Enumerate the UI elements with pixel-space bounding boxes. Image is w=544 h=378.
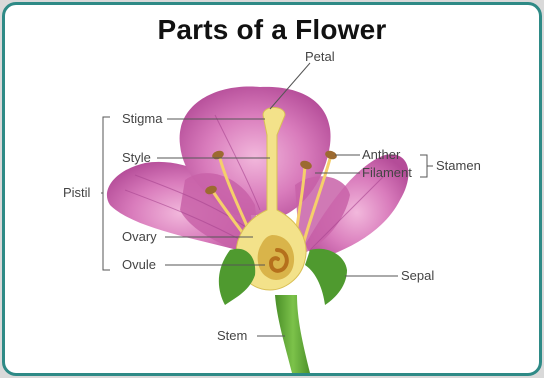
label-ovary: Ovary [122,229,157,244]
label-stem: Stem [217,328,247,343]
label-anther: Anther [362,147,401,162]
label-stigma: Stigma [122,111,163,126]
stem-shape [275,295,311,373]
label-ovule: Ovule [122,257,156,272]
label-petal: Petal [305,49,335,64]
label-style: Style [122,150,151,165]
right-sepal [305,249,347,305]
label-sepal: Sepal [401,268,434,283]
flower-diagram: Petal Stigma Style Pistil Ovary Ovule St… [5,5,539,373]
left-sepal [219,249,255,305]
label-filament: Filament [362,165,412,180]
label-pistil: Pistil [63,185,91,200]
label-stamen: Stamen [436,158,481,173]
